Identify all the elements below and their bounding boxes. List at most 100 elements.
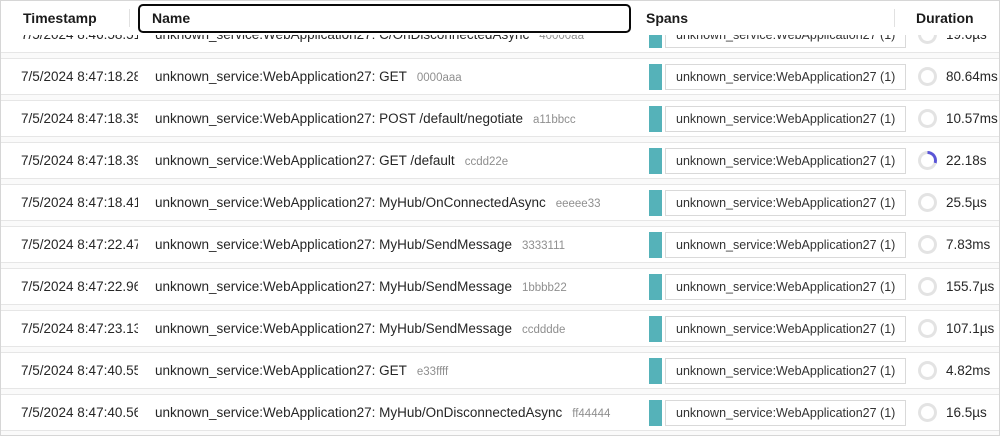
column-header-timestamp-label: Timestamp [23,10,97,26]
trace-spans-cell: unknown_service:WebApplication27 (1) [641,63,907,90]
trace-duration: 80.64ms [946,69,998,84]
trace-name: unknown_service:WebApplication27: MyHub/… [155,405,563,420]
trace-duration-cell: 25.5µs [894,193,999,212]
trace-duration: 4.82ms [946,363,991,378]
trace-spans-cell: unknown_service:WebApplication27 (1) [641,189,907,216]
span-color-swatch-icon [649,357,662,384]
trace-row[interactable]: 7/5/2024 8:47:18.35... unknown_service:W… [1,100,999,137]
trace-name: unknown_service:WebApplication27: POST /… [155,111,523,126]
trace-row[interactable]: 7/5/2024 8:47:22.96... unknown_service:W… [1,268,999,305]
trace-row[interactable]: 7/5/2024 8:47:23.13... unknown_service:W… [1,310,999,347]
trace-duration: 22.18s [946,153,987,168]
trace-id-code: eeeee33 [555,198,601,210]
duration-ring-icon [918,361,937,380]
column-header-timestamp[interactable]: Timestamp [1,10,138,26]
trace-duration: 25.5µs [946,195,987,210]
trace-name-cell: unknown_service:WebApplication27: GET /d… [138,153,641,168]
trace-id-code: ff44444 [572,408,611,420]
trace-spans-cell: unknown_service:WebApplication27 (1) [641,273,907,300]
trace-duration-cell: 80.64ms [894,67,999,86]
trace-name: unknown_service:WebApplication27: MyHub/… [155,195,546,210]
span-resource-label: unknown_service:WebApplication27 (1) [665,63,907,90]
trace-row[interactable]: 7/5/2024 8:47:22.47... unknown_service:W… [1,226,999,263]
span-color-swatch-icon [649,399,662,426]
span-resource-pill[interactable]: unknown_service:WebApplication27 (1) [649,357,907,384]
trace-row[interactable]: 7/5/2024 8:47:18.41... unknown_service:W… [1,184,999,221]
trace-name: unknown_service:WebApplication27: MyHub/… [155,237,512,252]
trace-name-cell: unknown_service:WebApplication27: MyHub/… [138,321,641,336]
column-header-spans-label: Spans [646,10,689,26]
trace-timestamp: 7/5/2024 8:47:40.55... [21,363,138,378]
header-column-divider [894,9,895,27]
duration-ring-icon [918,67,937,86]
trace-row[interactable]: 7/5/2024 8:47:18.39... unknown_service:W… [1,142,999,179]
span-resource-pill[interactable]: unknown_service:WebApplication27 (1) [649,273,907,300]
duration-ring-icon [918,277,937,296]
trace-row[interactable]: 7/5/2024 8:47:40.56... unknown_service:W… [1,394,999,431]
span-color-swatch-icon [649,315,662,342]
trace-name-cell: unknown_service:WebApplication27: GET 00… [138,69,641,84]
span-resource-pill[interactable]: unknown_service:WebApplication27 (1) [649,315,907,342]
trace-timestamp: 7/5/2024 8:47:18.39... [21,153,138,168]
trace-name: unknown_service:WebApplication27: GET [155,363,407,378]
trace-id-code: 0000aaa [416,72,462,84]
trace-name-cell: unknown_service:WebApplication27: MyHub/… [138,237,641,252]
span-resource-label: unknown_service:WebApplication27 (1) [665,231,907,258]
trace-name-cell: unknown_service:WebApplication27: POST /… [138,111,641,126]
trace-duration-cell: 4.82ms [894,361,999,380]
span-resource-pill[interactable]: unknown_service:WebApplication27 (1) [649,147,907,174]
column-header-name[interactable]: Name [138,3,641,33]
span-resource-pill[interactable]: unknown_service:WebApplication27 (1) [649,189,907,216]
span-resource-pill[interactable]: unknown_service:WebApplication27 (1) [649,105,907,132]
duration-ring-icon [918,151,937,170]
column-header-name-focus-box[interactable]: Name [138,3,631,33]
trace-spans-cell: unknown_service:WebApplication27 (1) [641,231,907,258]
span-color-swatch-icon [649,147,662,174]
trace-spans-cell: unknown_service:WebApplication27 (1) [641,357,907,384]
span-resource-pill[interactable]: unknown_service:WebApplication27 (1) [649,231,907,258]
trace-timestamp: 7/5/2024 8:47:22.96... [21,279,138,294]
trace-timestamp: 7/5/2024 8:47:18.35... [21,111,138,126]
duration-ring-icon [918,109,937,128]
trace-spans-cell: unknown_service:WebApplication27 (1) [641,315,907,342]
duration-ring-icon [918,319,937,338]
trace-row[interactable]: 7/5/2024 8:47:18.28... unknown_service:W… [1,58,999,95]
column-header-duration-label: Duration [916,10,974,26]
trace-spans-cell: unknown_service:WebApplication27 (1) [641,105,907,132]
span-color-swatch-icon [649,63,662,90]
column-header-duration[interactable]: Duration [894,10,999,26]
trace-spans-cell: unknown_service:WebApplication27 (1) [641,399,907,426]
trace-timestamp: 7/5/2024 8:47:23.13... [21,321,138,336]
trace-duration: 107.1µs [946,321,995,336]
span-resource-label: unknown_service:WebApplication27 (1) [665,357,907,384]
span-resource-label: unknown_service:WebApplication27 (1) [665,273,907,300]
duration-ring-icon [918,235,937,254]
trace-duration: 7.83ms [946,237,991,252]
duration-ring-icon [918,403,937,422]
trace-id-code: 3333111 [521,240,566,252]
trace-name-cell: unknown_service:WebApplication27: MyHub/… [138,195,641,210]
trace-name-cell: unknown_service:WebApplication27: MyHub/… [138,405,641,420]
trace-duration-cell: 107.1µs [894,319,999,338]
trace-name-cell: unknown_service:WebApplication27: MyHub/… [138,279,641,294]
span-resource-label: unknown_service:WebApplication27 (1) [665,189,907,216]
trace-id-code: 1bbbb22 [521,282,567,294]
span-color-swatch-icon [649,189,662,216]
trace-name: unknown_service:WebApplication27: MyHub/… [155,321,512,336]
header-column-divider [129,9,130,27]
span-color-swatch-icon [649,105,662,132]
trace-duration-cell: 7.83ms [894,235,999,254]
trace-timestamp: 7/5/2024 8:47:18.41... [21,195,138,210]
trace-timestamp: 7/5/2024 8:47:40.56... [21,405,138,420]
span-resource-label: unknown_service:WebApplication27 (1) [665,147,907,174]
span-resource-pill[interactable]: unknown_service:WebApplication27 (1) [649,399,907,426]
column-header-spans[interactable]: Spans [641,10,894,26]
span-resource-pill[interactable]: unknown_service:WebApplication27 (1) [649,63,907,90]
trace-row[interactable]: 7/5/2024 8:47:40.55... unknown_service:W… [1,352,999,389]
span-color-swatch-icon [649,231,662,258]
trace-duration-cell: 22.18s [894,151,999,170]
trace-duration-cell: 16.5µs [894,403,999,422]
trace-name: unknown_service:WebApplication27: MyHub/… [155,279,512,294]
trace-spans-cell: unknown_service:WebApplication27 (1) [641,147,907,174]
